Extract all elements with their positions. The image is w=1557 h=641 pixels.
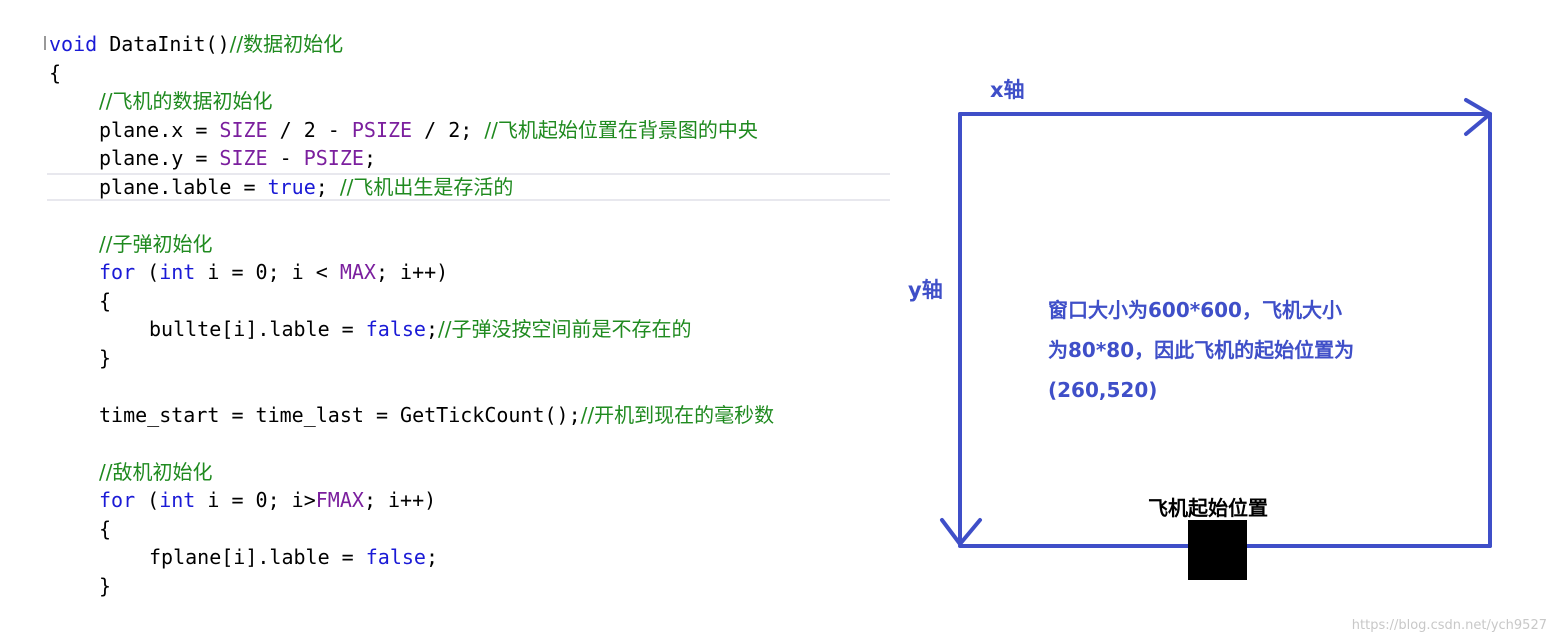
code-line-11: bullte[i].lable = false;//子弹没按空间前是不存在的 [149, 317, 692, 341]
code-line-10: { [99, 288, 112, 313]
note-line-2: 为80*80，因此飞机的起始位置为 [1048, 338, 1355, 362]
code-line-17: for (int i = 0; i>FMAX; i++) [99, 488, 437, 512]
code-line-8: //子弹初始化 [99, 231, 213, 256]
collapse-marker [44, 36, 46, 50]
code-line-6-current: plane.lable = true; //飞机出生是存活的 [47, 172, 890, 201]
code-line-5: plane.y = SIZE - PSIZE; [99, 146, 376, 170]
code-line-20: } [99, 573, 112, 598]
x-axis-label: x轴 [990, 78, 1025, 102]
note-line-3: (260,520) [1048, 378, 1158, 402]
x-axis-arrowhead [1464, 98, 1492, 136]
code-line-19: fplane[i].lable = false; [149, 545, 439, 569]
watermark: https://blog.csdn.net/ych9527 [1351, 618, 1547, 633]
code-line-12: } [99, 345, 112, 370]
code-line-4: plane.x = SIZE / 2 - PSIZE / 2; //飞机起始位置… [99, 117, 758, 142]
plane-start-label: 飞机起始位置 [1148, 496, 1268, 520]
size-note: 窗口大小为600*600，飞机大小 为80*80，因此飞机的起始位置为 (260… [1048, 290, 1428, 410]
code-line-2: { [49, 60, 62, 85]
code-line-18: { [99, 516, 112, 541]
code-line-14: time_start = time_last = GetTickCount();… [99, 402, 775, 427]
y-axis-label: y轴 [908, 278, 943, 302]
plane-start-block [1188, 520, 1247, 580]
code-line-16: //敌机初始化 [99, 459, 213, 484]
code-line-3: //飞机的数据初始化 [99, 89, 273, 113]
code-listing: void DataInit()//数据初始化 { //飞机的数据初始化 plan… [0, 30, 890, 600]
code-line-1: void DataInit()//数据初始化 [0, 30, 890, 59]
code-line-9: for (int i = 0; i < MAX; i++) [99, 260, 449, 284]
note-line-1: 窗口大小为600*600，飞机大小 [1048, 298, 1342, 322]
